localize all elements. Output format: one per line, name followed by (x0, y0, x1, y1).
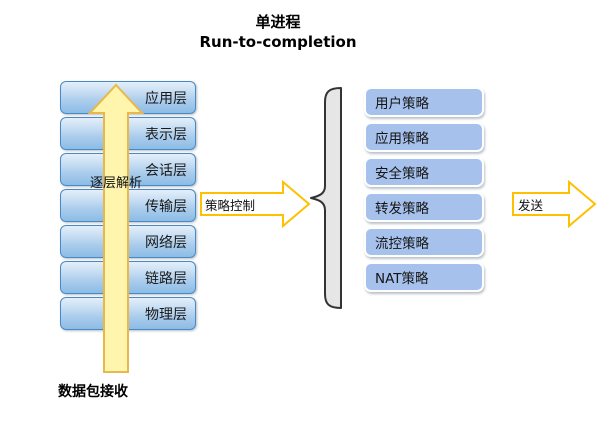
policy-item[interactable]: 转发策略 (364, 192, 484, 222)
policy-item[interactable]: 安全策略 (364, 157, 484, 187)
send-arrow-label: 发送 (518, 198, 544, 213)
packet-receive-caption: 数据包接收 (58, 384, 128, 400)
up-arrow: 逐层解析 (88, 83, 144, 374)
title-line-english: Run-to-completion (199, 33, 357, 52)
send-arrow: 发送 (511, 180, 597, 228)
policy-item-label: 流控策略 (375, 236, 429, 252)
policy-item-label: 转发策略 (375, 201, 429, 217)
osi-layer-label: 会话层 (145, 162, 187, 179)
title-line-chinese: 单进程 (255, 13, 301, 31)
policy-item[interactable]: 流控策略 (364, 227, 484, 257)
left-curly-brace-icon (303, 86, 343, 310)
osi-layer-label: 应用层 (145, 90, 187, 107)
osi-layer-label: 表示层 (145, 126, 187, 143)
policy-item-label: NAT策略 (375, 271, 429, 287)
osi-layer-label: 物理层 (145, 306, 187, 323)
up-arrow-label: 逐层解析 (89, 176, 142, 191)
policy-item[interactable]: 用户策略 (364, 87, 484, 117)
policy-item-label: 用户策略 (375, 96, 429, 112)
policy-item-label: 应用策略 (375, 131, 429, 147)
diagram-title: 单进程 Run-to-completion (168, 12, 388, 53)
policy-item[interactable]: NAT策略 (364, 262, 484, 292)
osi-layer-label: 网络层 (145, 234, 187, 251)
osi-layer-label: 链路层 (145, 270, 187, 287)
osi-layer-label: 传输层 (145, 198, 187, 215)
policy-list: 用户策略 应用策略 安全策略 转发策略 流控策略 NAT策略 (364, 87, 484, 297)
policy-item[interactable]: 应用策略 (364, 122, 484, 152)
policy-control-arrow-label: 策略控制 (205, 198, 256, 213)
policy-control-arrow: 策略控制 (199, 180, 311, 228)
policy-item-label: 安全策略 (375, 166, 429, 182)
